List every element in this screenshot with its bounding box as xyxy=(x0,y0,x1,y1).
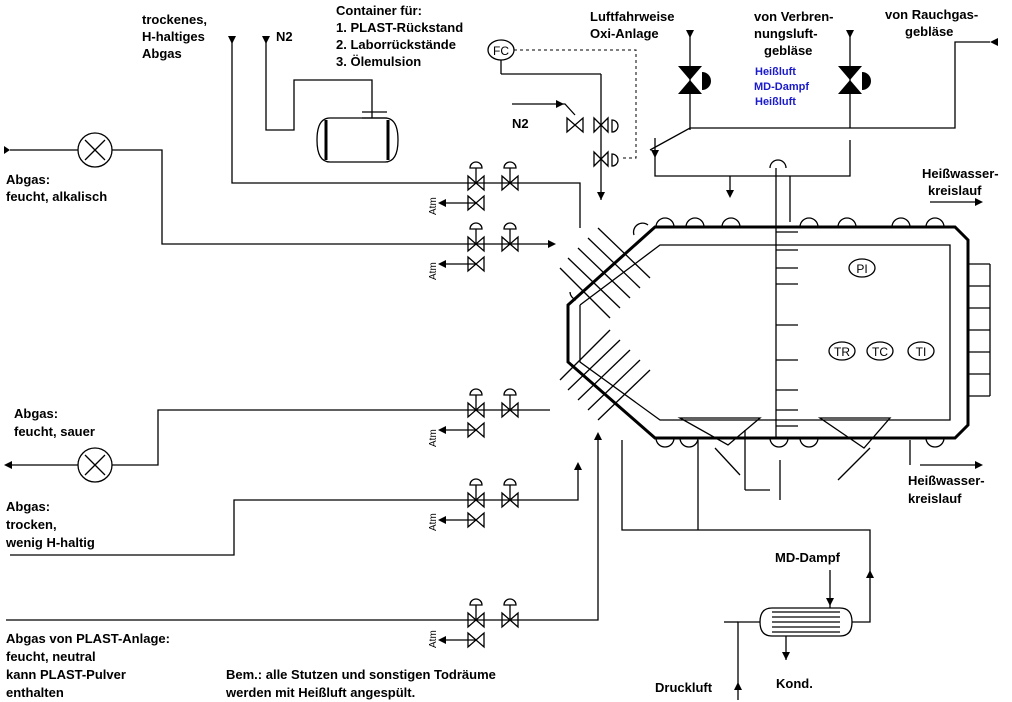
atm-label-1: Atm xyxy=(428,197,439,215)
n2-top-label: N2 xyxy=(276,29,293,44)
hot-water-top-label-2: kreislauf xyxy=(928,183,982,198)
note-line-1: Bem.: alle Stutzen und sonstigen Todräum… xyxy=(226,667,496,682)
dry-gas-label-1: trockenes, xyxy=(142,12,207,27)
md-dampf-blue-label: MD-Dampf xyxy=(754,81,809,93)
lance-stubs xyxy=(776,231,798,427)
dry-gas-label-3: Abgas xyxy=(142,46,182,61)
luft-label-1: Luftfahrweise xyxy=(590,9,675,24)
verbr-valve xyxy=(838,30,871,128)
luft-label-2: Oxi-Anlage xyxy=(590,26,659,41)
valve-cluster-1 xyxy=(438,161,519,212)
container-item-1: 1. PLAST-Rückstand xyxy=(336,20,463,35)
heissluft-label-1: Heißluft xyxy=(755,66,796,78)
dry-low-label-2: trocken, xyxy=(6,517,57,532)
rauch-label-2: gebläse xyxy=(905,24,953,39)
tc-instrument: TC xyxy=(866,341,894,361)
verbr-label-2: nungsluft- xyxy=(754,26,818,41)
plast-label-1: Abgas von PLAST-Anlage: xyxy=(6,631,170,646)
tc-text: TC xyxy=(872,345,888,359)
kond-label: Kond. xyxy=(776,676,813,691)
hot-water-bottom-label-1: Heißwasser- xyxy=(908,473,985,488)
right-labels: Heißwasser- kreislauf Heißwasser- kreisl… xyxy=(655,166,999,695)
slanted-nozzles xyxy=(559,227,651,421)
alkaline-label-1: Abgas: xyxy=(6,172,50,187)
container-vessel xyxy=(262,36,399,163)
ti-instrument: TI xyxy=(907,341,935,361)
heissluft-label-2: Heißluft xyxy=(755,96,796,108)
feed-lines xyxy=(4,36,874,621)
acid-label-2: feucht, sauer xyxy=(14,424,95,439)
verbr-label-1: von Verbren- xyxy=(754,9,833,24)
plast-label-3: kann PLAST-Pulver xyxy=(6,667,126,682)
rauch-label-1: von Rauchgas- xyxy=(885,7,978,22)
bottom-outlets xyxy=(697,440,781,530)
atm-label-3: Atm xyxy=(428,429,439,447)
heat-exchanger xyxy=(724,570,871,700)
valve-cluster-4 xyxy=(438,478,519,529)
valve-cluster-5 xyxy=(438,598,519,649)
hot-water-bottom-label-2: kreislauf xyxy=(908,491,962,506)
plast-label-2: feucht, neutral xyxy=(6,649,96,664)
plast-label-4: enthalten xyxy=(6,685,64,700)
container-item-2: 2. Laborrückstände xyxy=(336,37,456,52)
dry-gas-label-2: H-haltiges xyxy=(142,29,205,44)
n2-valve-group xyxy=(512,100,619,200)
hot-water-top-label-1: Heißwasser- xyxy=(922,166,999,181)
atm-labels: Atm Atm Atm Atm Atm xyxy=(428,197,439,648)
note-line-2: werden mit Heißluft angespült. xyxy=(225,685,415,700)
md-dampf-label: MD-Dampf xyxy=(775,550,841,565)
top-labels: trockenes, H-haltiges Abgas N2 Container… xyxy=(142,3,978,131)
hot-water-top xyxy=(930,198,983,206)
druckluft-label: Druckluft xyxy=(655,680,713,695)
pi-text: PI xyxy=(856,262,867,276)
dry-low-label-3: wenig H-haltig xyxy=(5,535,95,550)
reactor-right-tubes xyxy=(968,263,991,397)
hot-water-bottom xyxy=(909,440,983,469)
rauch-line xyxy=(649,38,998,222)
fc-text: FC xyxy=(493,44,509,58)
dry-low-label-1: Abgas: xyxy=(6,499,50,514)
left-labels: Abgas: feucht, alkalisch Abgas: feucht, … xyxy=(5,172,170,700)
ti-text: TI xyxy=(916,345,927,359)
acid-label-1: Abgas: xyxy=(14,406,58,421)
tr-instrument: TR xyxy=(828,341,856,361)
fc-instrument: FC xyxy=(487,39,637,159)
container-title: Container für: xyxy=(336,3,422,18)
pi-instrument: PI xyxy=(848,258,876,278)
reactor xyxy=(566,159,991,491)
reactor-humps xyxy=(569,217,945,448)
n2-mid-label: N2 xyxy=(512,116,529,131)
atm-label-5: Atm xyxy=(428,630,439,648)
valve-cluster-3 xyxy=(438,388,519,439)
tr-text: TR xyxy=(834,345,850,359)
verbr-label-3: gebläse xyxy=(764,43,812,58)
atm-label-4: Atm xyxy=(428,513,439,531)
atm-label-2: Atm xyxy=(428,262,439,280)
luft-valve xyxy=(678,30,711,130)
alkaline-label-2: feucht, alkalisch xyxy=(6,189,107,204)
note: Bem.: alle Stutzen und sonstigen Todräum… xyxy=(225,667,496,700)
container-item-3: 3. Ölemulsion xyxy=(336,54,421,69)
valve-cluster-2 xyxy=(438,222,519,273)
